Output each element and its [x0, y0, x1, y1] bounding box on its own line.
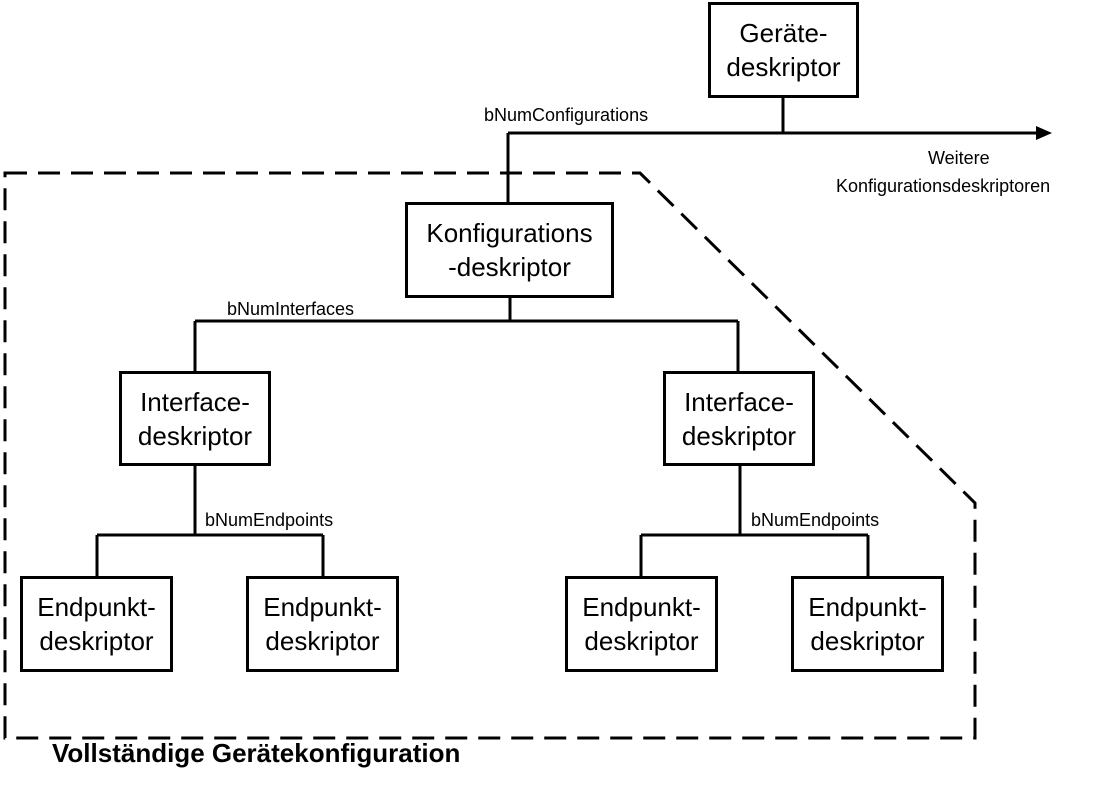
endpoint-descriptor-box-2: Endpunkt- deskriptor — [246, 576, 399, 672]
more-configs-arrowhead — [1036, 126, 1052, 140]
endpoint-descriptor-line2: deskriptor — [265, 626, 380, 656]
endpoint-descriptor-line1: Endpunkt- — [808, 592, 927, 622]
endpoint-descriptor-box-1: Endpunkt- deskriptor — [20, 576, 173, 672]
interface-descriptor-box-left: Interface- deskriptor — [119, 371, 271, 466]
interface-descriptor-line2: deskriptor — [681, 420, 797, 451]
endpoint-descriptor-line2: deskriptor — [810, 626, 925, 656]
interface-descriptor-line1: Interface- — [684, 386, 794, 417]
configuration-descriptor-box: Konfigurations -deskriptor — [405, 202, 614, 298]
num-endpoints-label-left: bNumEndpoints — [205, 510, 334, 530]
endpoint-descriptor-box-4: Endpunkt- deskriptor — [791, 576, 944, 672]
endpoint-descriptor-line1: Endpunkt- — [582, 592, 701, 622]
endpoint-descriptor-line1: Endpunkt- — [263, 592, 382, 622]
device-descriptor-line2: deskriptor — [726, 52, 841, 82]
more-configurations-label-line1: Weitere — [928, 148, 990, 168]
interface-descriptor-line2: deskriptor — [137, 420, 253, 451]
configuration-descriptor-line2: -deskriptor — [448, 252, 571, 282]
endpoint-descriptor-box-3: Endpunkt- deskriptor — [565, 576, 718, 672]
num-interfaces-label: bNumInterfaces — [227, 299, 355, 319]
more-configurations-label-line2: Konfigurationsdeskriptoren — [836, 176, 1051, 196]
configuration-descriptor-line1: Konfigurations — [426, 218, 593, 248]
interface-descriptor-line1: Interface- — [140, 386, 250, 417]
endpoint-descriptor-line2: deskriptor — [39, 626, 154, 656]
num-configurations-label: bNumConfigurations — [484, 105, 649, 125]
endpoint-descriptor-line2: deskriptor — [584, 626, 699, 656]
device-descriptor-line1: Geräte- — [739, 18, 828, 48]
interface-descriptor-box-right: Interface- deskriptor — [663, 371, 815, 466]
diagram-caption: Vollständige Gerätekonfiguration — [52, 738, 461, 768]
endpoint-descriptor-line1: Endpunkt- — [37, 592, 156, 622]
configuration-boundary — [3, 171, 977, 740]
num-endpoints-label-right: bNumEndpoints — [751, 510, 880, 530]
device-descriptor-box: Geräte- deskriptor — [708, 2, 859, 98]
